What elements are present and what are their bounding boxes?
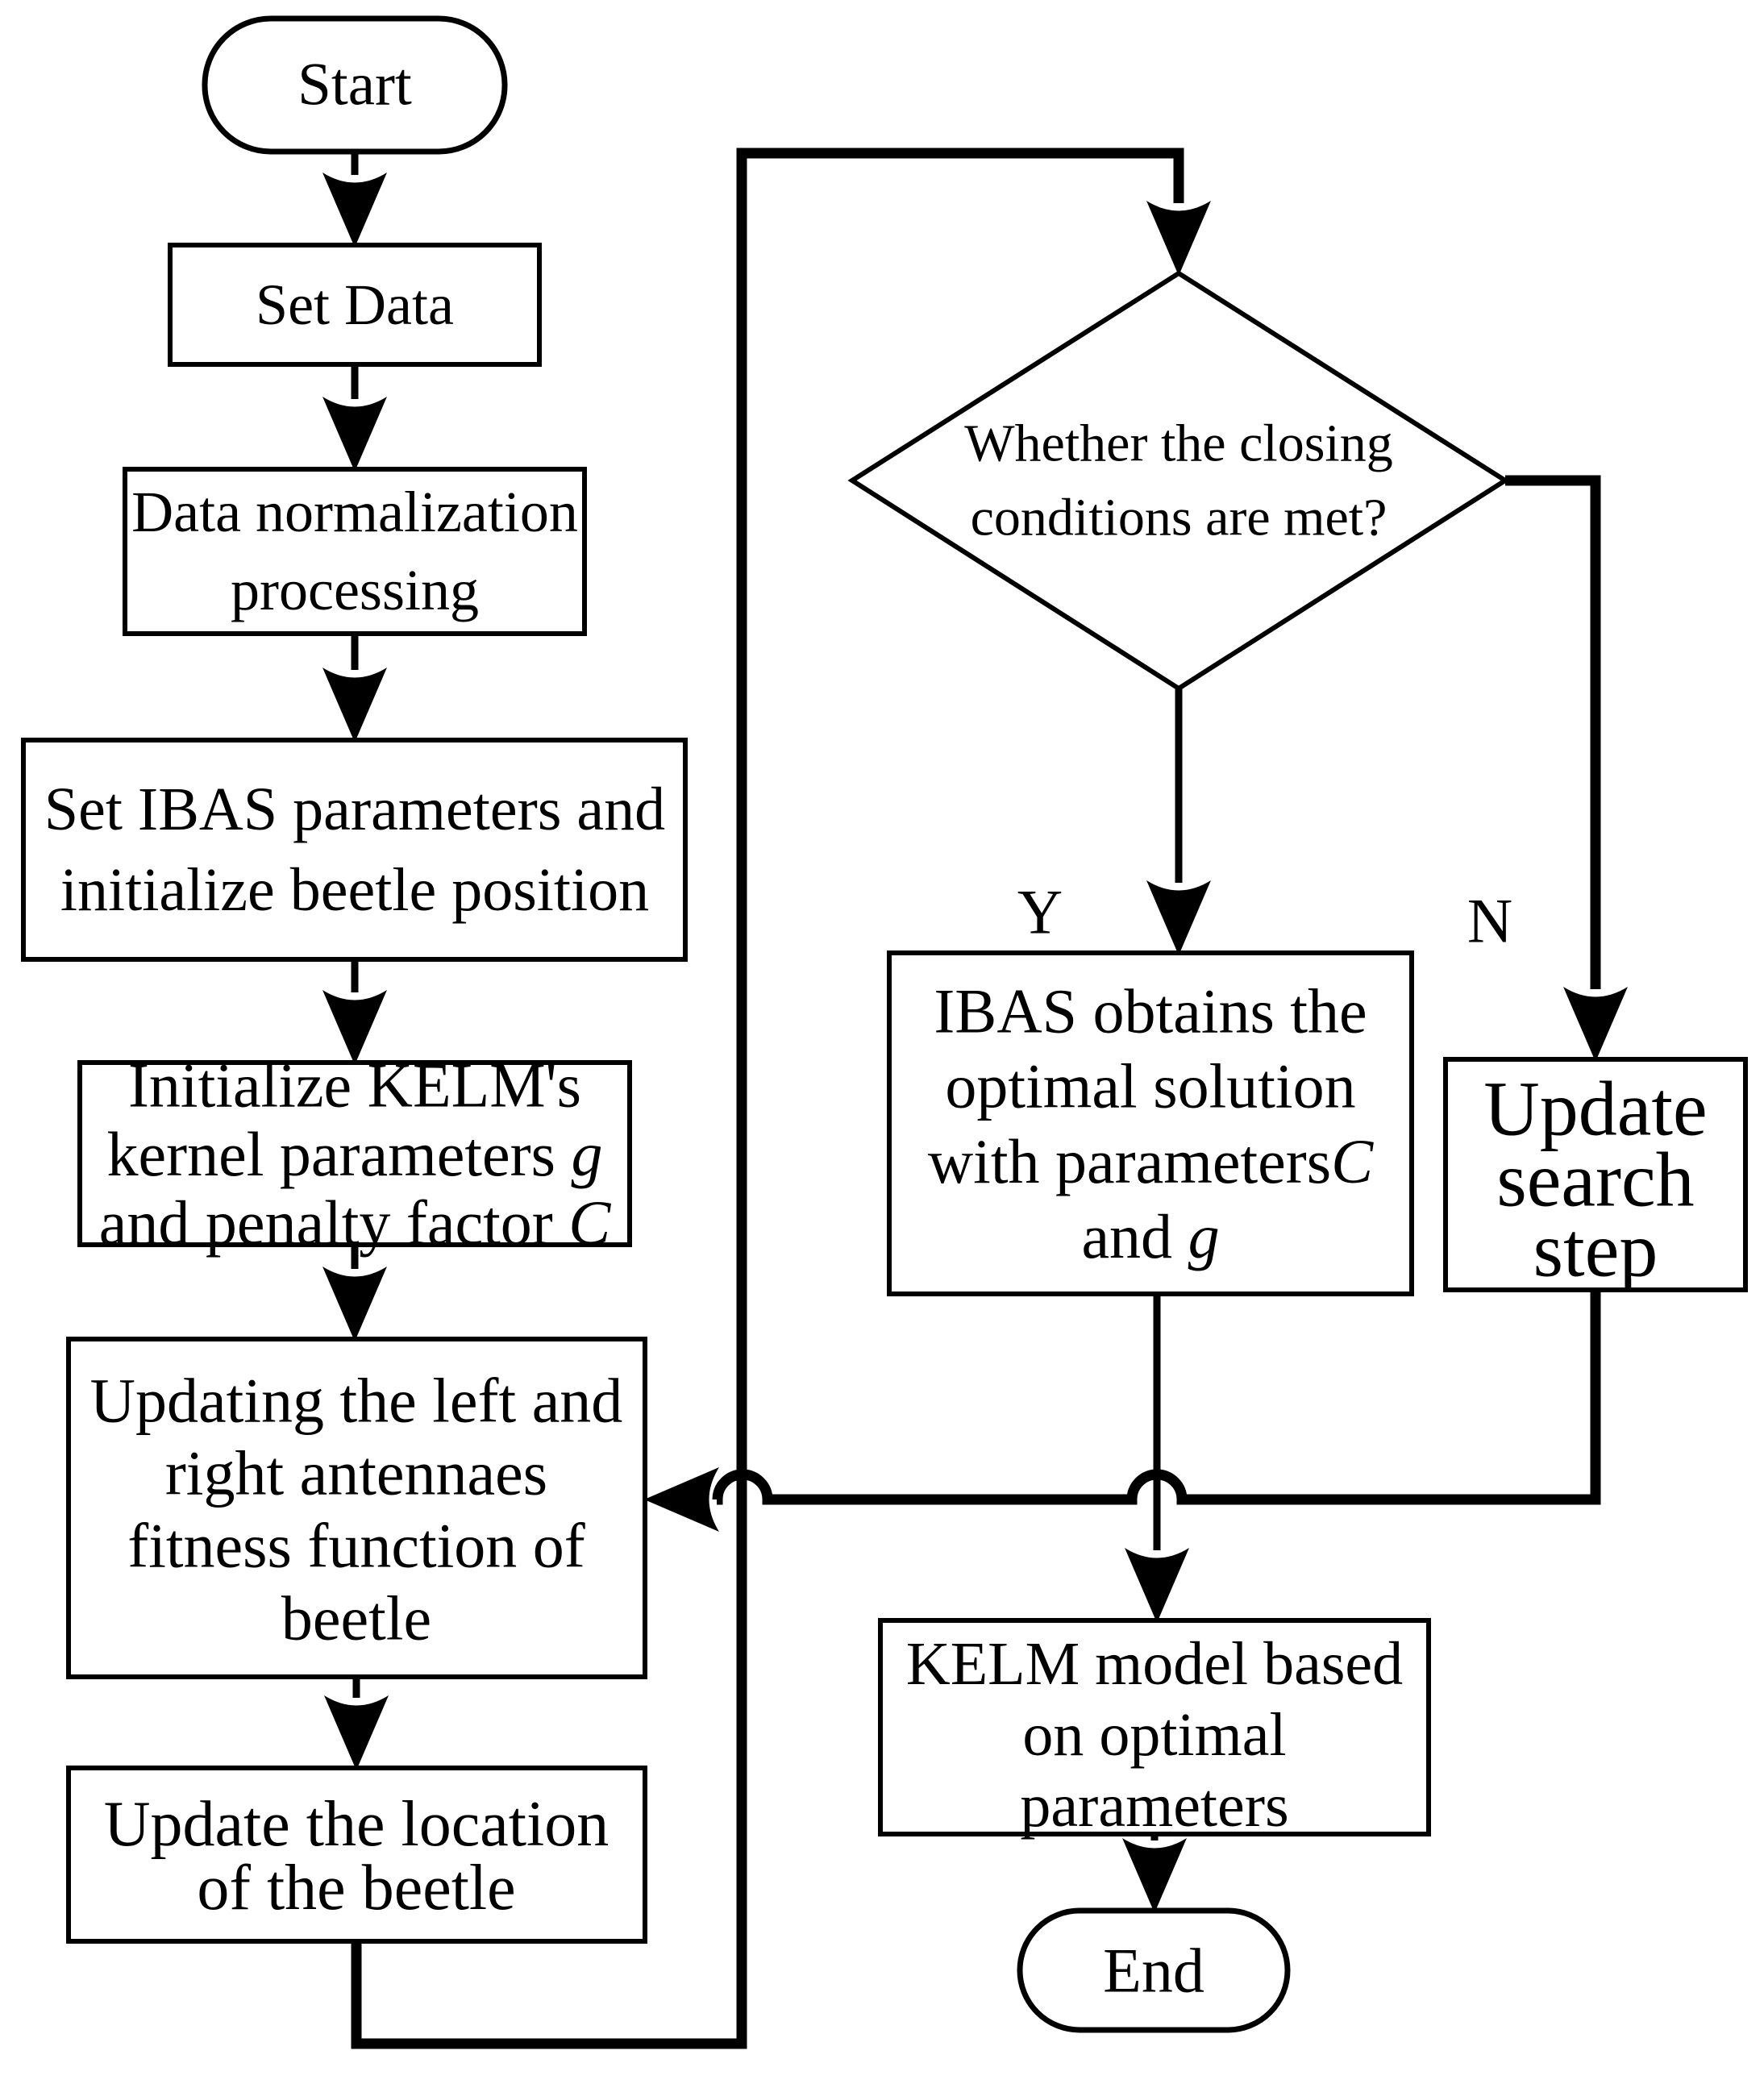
init-kelm-line3: and penalty factor C [99,1187,612,1258]
init-kelm-line2-variable: g [572,1119,603,1189]
update-step-box [1443,1057,1748,1292]
set-data-label: Set Data [256,272,454,337]
start-node: Start [202,15,508,155]
ibas-optimal-line3-text: with parameters [928,1126,1331,1196]
init-kelm-line3-variable: C [568,1187,611,1258]
ibas-optimal-line4: and g [1081,1201,1219,1271]
start-label: Start [297,52,412,119]
update-step-line2: search [1496,1137,1694,1223]
decision-node: Whether the closing conditions are met? [847,270,1510,692]
init-kelm-line3-text: and penalty factor [99,1187,569,1258]
init-kelm-line2-text: kernel parameters [106,1119,571,1189]
branch-label-no: N [1467,886,1512,956]
decision-line1: Whether the closing [964,414,1392,473]
data-normalization-box [123,467,587,636]
ibas-optimal-line3: with parametersC [928,1126,1374,1196]
decision-diamond [847,270,1510,692]
kelm-model-line3: parameters [1020,1772,1288,1840]
data-normalization-node: Data normalization processing [123,467,587,636]
update-step-line3: step [1533,1207,1658,1293]
start-terminator [202,15,508,155]
updating-antennae-box [66,1337,647,1679]
set-data-node: Set Data [168,243,542,367]
init-kelm-box [77,1060,632,1247]
kelm-model-box [878,1618,1431,1836]
ibas-optimal-line4-text: and [1081,1201,1188,1271]
ibas-optimal-node: IBAS obtains the optimal solution with p… [887,950,1414,1296]
edges [322,148,1628,2049]
updating-antennae-line1: Updating the left and [90,1366,623,1436]
end-terminator [1017,1907,1291,2033]
set-ibas-node: Set IBAS parameters and initialize beetl… [21,738,688,962]
updating-antennae-line2: right antennaes [165,1438,547,1508]
updating-antennae-node: Updating the left and right antennaes fi… [66,1337,647,1679]
kelm-model-line1: KELM model based [906,1630,1403,1698]
updating-antennae-line3: fitness function of [127,1511,585,1581]
set-data-box [168,243,542,367]
edge-decision-no-to-updatestep [1505,475,1628,1062]
update-location-box [66,1766,647,1944]
update-location-line1: Update the location [104,1789,609,1860]
loop-updateloc-to-decision [351,148,1211,2049]
decision-line2: conditions are met? [971,489,1387,547]
ibas-optimal-line3-variable: C [1331,1126,1374,1196]
ibas-optimal-line1: IBAS obtains the [934,976,1367,1046]
ibas-optimal-line4-variable: g [1188,1201,1220,1271]
data-normalization-line2: processing [231,558,479,622]
set-ibas-box [21,738,688,962]
ibas-optimal-line2: optimal solution [945,1051,1355,1121]
set-ibas-line1: Set IBAS parameters and [44,776,665,843]
branch-label-yes: Y [1017,877,1063,947]
update-step-node: Update search step [1443,1057,1748,1293]
data-normalization-line1: Data normalization [131,480,578,544]
update-location-line2: of the beetle [197,1853,515,1924]
init-kelm-line1: Initialize KELM's [128,1050,581,1121]
end-node: End [1017,1907,1291,2033]
end-label: End [1103,1936,1204,2006]
set-ibas-line2: initialize beetle position [60,856,649,924]
nodes: Start Set Data Data normalization proces… [21,15,1748,2033]
update-step-line1: Update [1483,1066,1707,1152]
edge-updatestep-feedback-to-updating [644,1290,1601,1532]
updating-antennae-line4: beetle [281,1583,431,1653]
update-location-node: Update the location of the beetle [66,1766,647,1944]
init-kelm-line2: kernel parameters g [106,1119,602,1189]
kelm-model-line2: on optimal [1022,1701,1286,1769]
kelm-model-node: KELM model based on optimal parameters [878,1618,1431,1840]
ibas-optimal-box [887,950,1414,1296]
init-kelm-node: Initialize KELM's kernel parameters g an… [77,1050,632,1258]
